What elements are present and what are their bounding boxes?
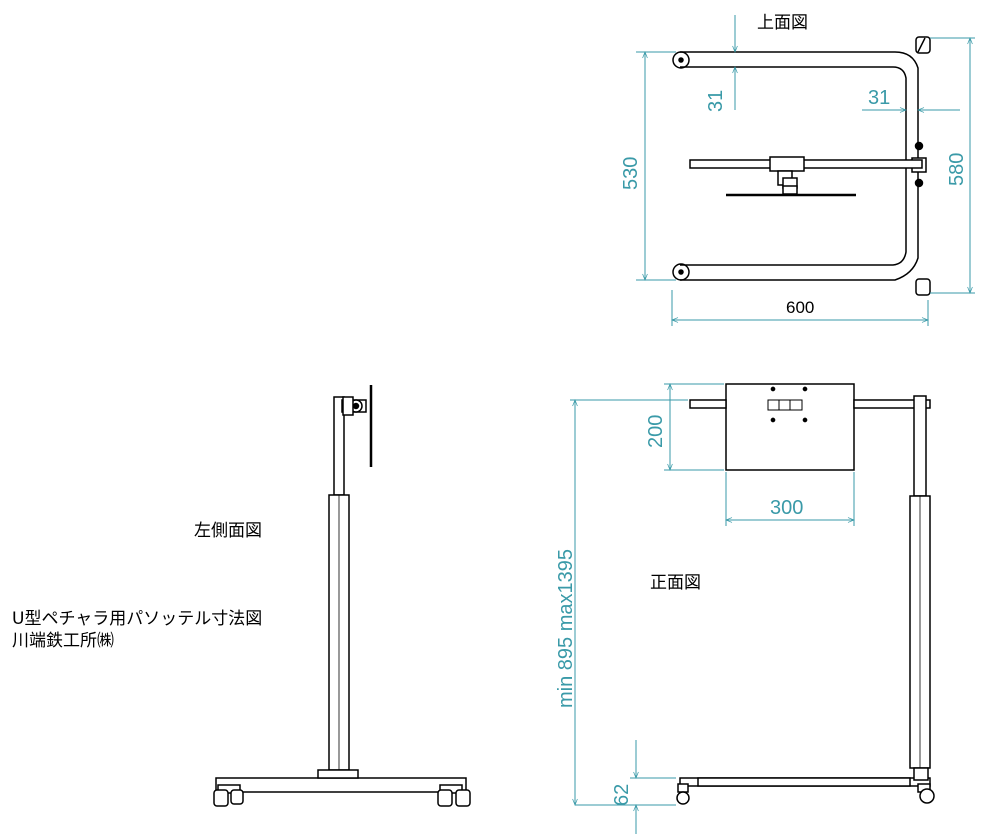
- caster-bottom: [915, 278, 931, 296]
- crossbar-top: [689, 159, 923, 169]
- drawing-title-line1: U型ペチャラ用パソッテル寸法図: [12, 609, 263, 629]
- caster-side-right: [437, 784, 471, 807]
- end-cap-top: [672, 51, 690, 69]
- top-view-dimensions: [636, 15, 975, 326]
- inner-pole-front: [913, 395, 927, 497]
- dim-600: 600: [786, 298, 814, 317]
- dim-580: 580: [946, 153, 968, 186]
- dim-overall-height: min 895 max1395: [555, 549, 577, 708]
- drawing-title-line2: 川端鉄工所㈱: [12, 631, 114, 651]
- label-left-view: 左側面図: [194, 521, 262, 541]
- caster-front-right: [917, 783, 935, 804]
- label-front-view: 正面図: [650, 573, 701, 593]
- dim-200: 200: [645, 415, 667, 448]
- left-side-view: [213, 385, 471, 807]
- front-view-dimensions: [570, 383, 855, 834]
- caster-front-left: [676, 783, 690, 805]
- dim-300: 300: [770, 497, 803, 519]
- dim-31-right: 31: [868, 87, 890, 109]
- front-view: [676, 383, 935, 805]
- dim-530: 530: [620, 157, 642, 190]
- end-cap-bottom: [672, 263, 690, 281]
- dim-62: 62: [611, 784, 633, 806]
- caster-side-left: [213, 784, 244, 807]
- drawing-title: U型ペチャラ用パソッテル寸法図 川端鉄工所㈱: [12, 608, 262, 652]
- top-view: [672, 36, 931, 296]
- arm-bar-front: [689, 399, 727, 409]
- label-top-view: 上面図: [757, 13, 808, 33]
- base-side: [215, 777, 467, 793]
- tray-front: [725, 383, 855, 471]
- dim-31-left: 31: [705, 90, 727, 112]
- bracket-top: [769, 156, 805, 172]
